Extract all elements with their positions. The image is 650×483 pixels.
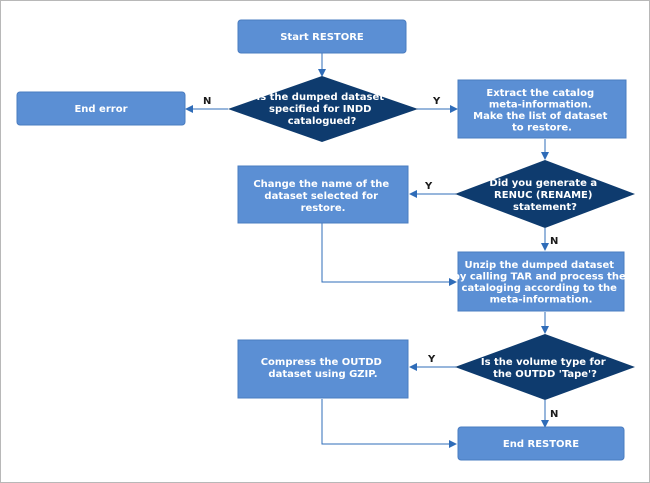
start-restore-box: Start RESTORE <box>237 19 407 54</box>
label-q2-no: N <box>550 236 558 247</box>
svg-text:Unzip the dumped dataset: Unzip the dumped dataset by calling TAR … <box>453 260 630 306</box>
change-name-box: Change the name of the dataset selected … <box>237 165 409 224</box>
extract-line-4: to restore. <box>512 123 572 134</box>
unzip-line-4: meta-information. <box>490 295 593 306</box>
end-error-box: End error <box>16 91 186 126</box>
connector-compress-to-end-restore <box>321 399 457 448</box>
decision-renuc-line-3: statement? <box>513 202 577 213</box>
decision-renuc-line-2: RENUC (RENAME) <box>494 190 592 201</box>
decision-tape-line-2: the OUTDD 'Tape'? <box>493 369 597 380</box>
decision-indd-line-1: Is the dumped dataset <box>256 92 384 103</box>
extract-line-3: Make the list of dataset <box>473 111 607 122</box>
extract-line-1: Extract the catalog <box>486 88 594 99</box>
end-restore-box: End RESTORE <box>457 426 625 461</box>
connector-change-name-to-unzip <box>321 223 457 286</box>
decision-tape-line-1: Is the volume type for <box>481 357 606 368</box>
compress-line-1: Compress the OUTDD <box>261 357 382 368</box>
svg-text:Change the name of the d: Change the name of the dataset selected … <box>253 179 392 214</box>
label-q1-no: N <box>203 96 211 107</box>
compress-line-2: dataset using GZIP. <box>268 369 377 380</box>
decision-volume-tape: Is the volume type for the OUTDD 'Tape'? <box>455 334 635 400</box>
end-restore-text: End RESTORE <box>503 439 579 450</box>
svg-text:Compress the OUTDD datas: Compress the OUTDD dataset using GZIP. <box>261 357 386 380</box>
unzip-line-3: cataloging according to the <box>462 283 618 294</box>
label-q3-no: N <box>550 409 558 420</box>
change-name-line-3: restore. <box>301 203 346 214</box>
svg-text:Is the dumped dataset sp: Is the dumped dataset specified for INDD… <box>256 92 387 127</box>
svg-text:Start RESTORE: Start RESTORE <box>280 32 364 43</box>
decision-indd-line-3: catalogued? <box>288 116 357 127</box>
svg-text:Extract the catalog meta: Extract the catalog meta-information. Ma… <box>473 88 611 134</box>
unzip-line-2: by calling TAR and process the <box>453 272 626 283</box>
end-error-text: End error <box>74 104 127 115</box>
svg-text:End RESTORE: End RESTORE <box>503 439 579 450</box>
decision-indd-catalogued: Is the dumped dataset specified for INDD… <box>228 76 418 142</box>
label-q2-yes: Y <box>424 181 433 192</box>
unzip-line-1: Unzip the dumped dataset <box>464 260 614 271</box>
decision-renuc-statement: Did you generate a RENUC (RENAME) statem… <box>455 160 635 228</box>
svg-text:Is the volume type for t: Is the volume type for the OUTDD 'Tape'? <box>481 357 609 380</box>
connectors <box>185 53 549 448</box>
svg-text:End error: End error <box>74 104 127 115</box>
label-q3-yes: Y <box>427 354 436 365</box>
start-restore-text: Start RESTORE <box>280 32 364 43</box>
decision-indd-line-2: specified for INDD <box>269 104 371 115</box>
extract-line-2: meta-information. <box>489 100 592 111</box>
label-q1-yes: Y <box>432 96 441 107</box>
change-name-line-1: Change the name of the <box>253 179 389 190</box>
compress-box: Compress the OUTDD dataset using GZIP. <box>237 339 409 399</box>
change-name-line-2: dataset selected for <box>264 191 378 202</box>
decision-renuc-line-1: Did you generate a <box>489 178 597 189</box>
svg-text:Did you generate a RENUC: Did you generate a RENUC (RENAME) statem… <box>489 178 600 213</box>
extract-catalog-box: Extract the catalog meta-information. Ma… <box>457 79 627 139</box>
unzip-box: Unzip the dumped dataset by calling TAR … <box>453 251 630 312</box>
